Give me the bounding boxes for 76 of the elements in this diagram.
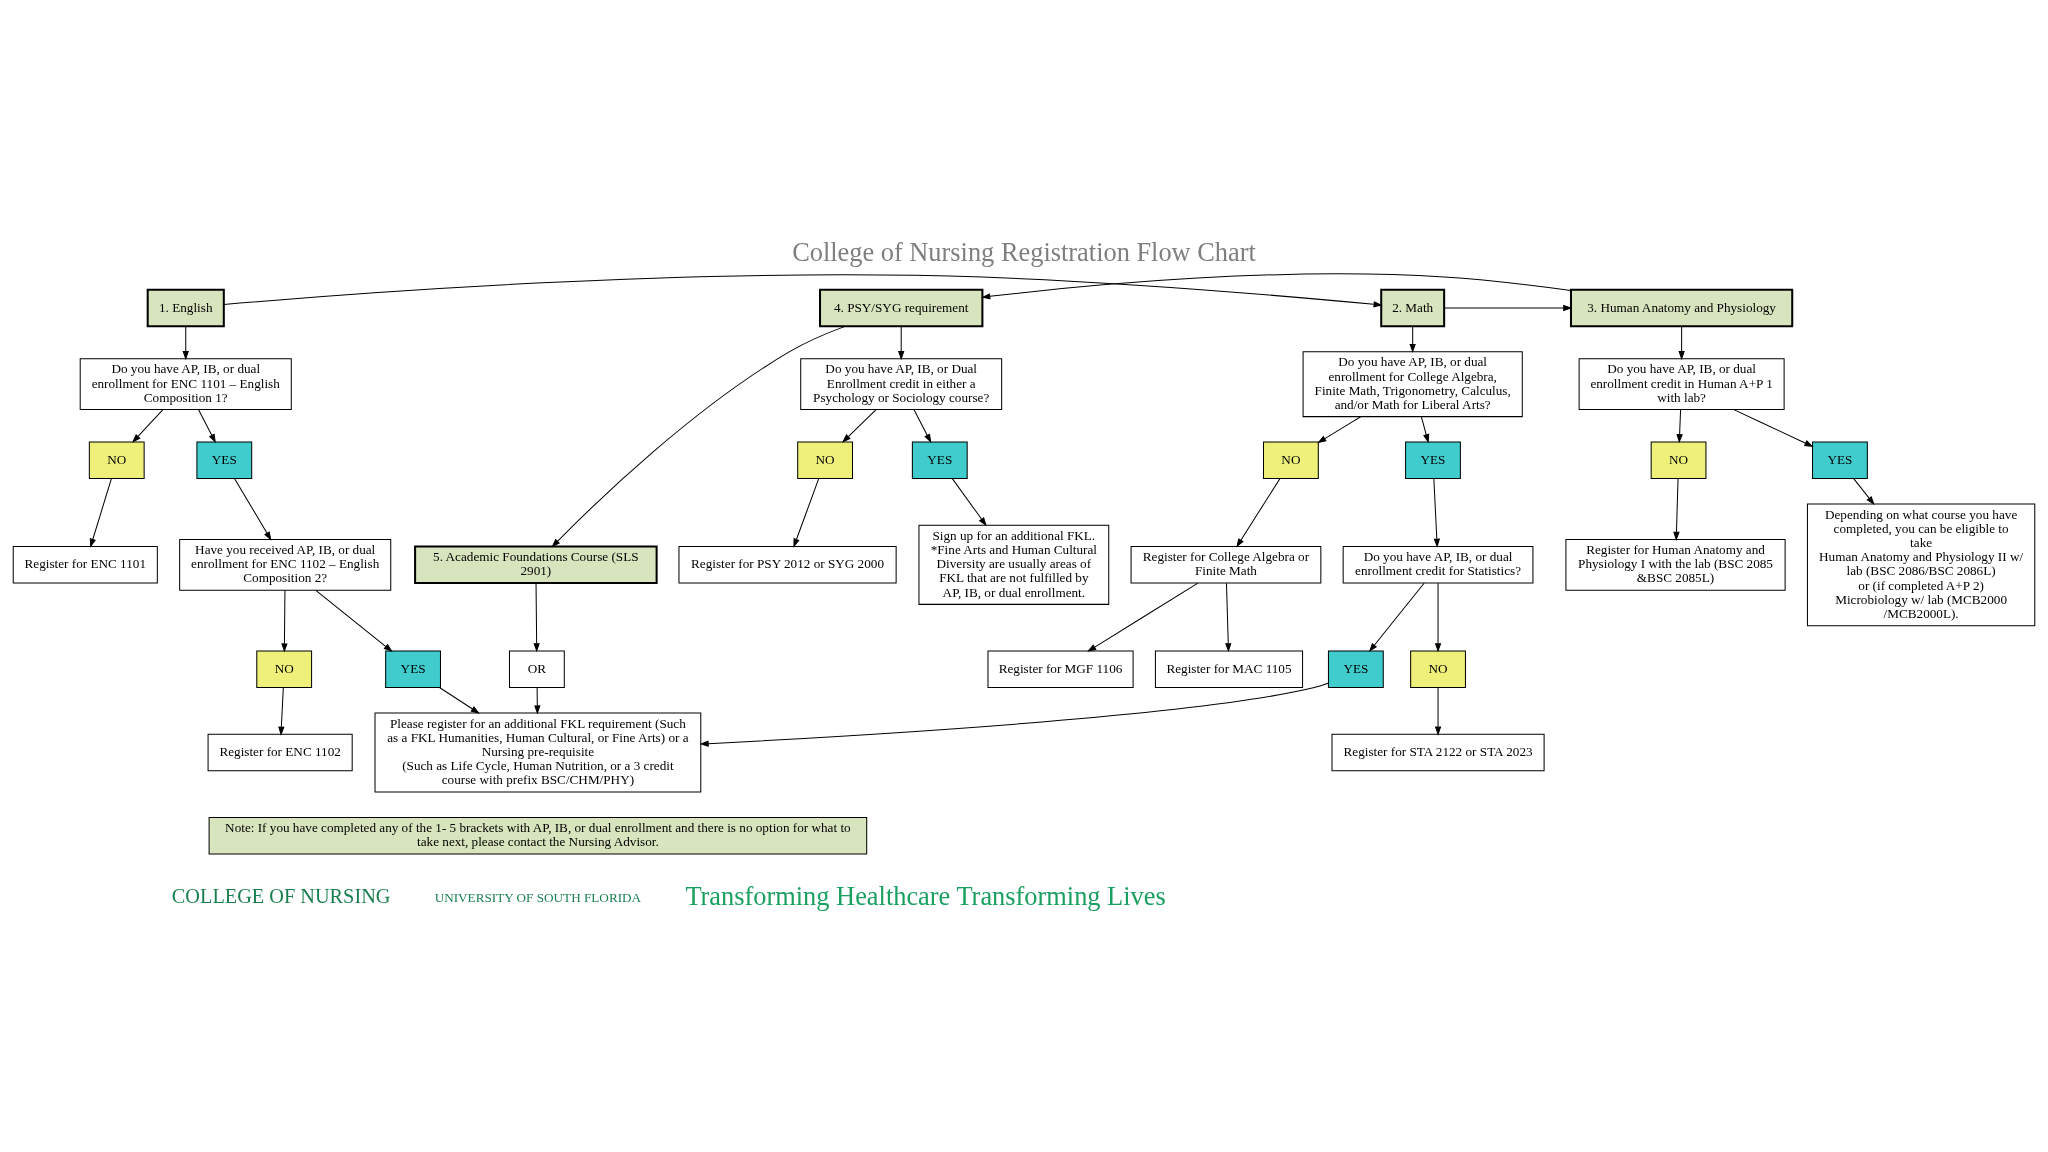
node-box: Register for ENC 1102 (207, 733, 353, 771)
arrow (898, 325, 905, 360)
node-box: Do you have AP, IB, or dual enrollment credit for Statistics? (1342, 545, 1534, 584)
arrow (1673, 477, 1680, 541)
label: COLLEGE OF NURSING (171, 884, 391, 907)
arrow (1236, 477, 1281, 548)
node-box: NO (88, 441, 145, 479)
node-box: Register for STA 2122 or STA 2023 (1331, 733, 1545, 771)
node-box: YES (1812, 441, 1868, 479)
arrow (533, 582, 540, 652)
node-box: 1. English (146, 288, 225, 327)
arrow (951, 477, 987, 526)
diagram-title: College of Nursing Registration Flow Chart (792, 236, 1256, 267)
node-box: Register for College Algebra or Finite Math (1130, 545, 1322, 584)
arrow (1434, 686, 1442, 736)
node-box: 5. Academic Foundations Course (SLS 2901) (414, 545, 658, 584)
node-box: NO (1410, 650, 1466, 688)
node-box: 2. Math (1380, 288, 1446, 327)
node-box: NO (1263, 441, 1319, 479)
arrow (913, 408, 932, 443)
node-box: Have you received AP, IB, or dual enrollment for ENC 1102 – English Composition 2? (179, 538, 392, 591)
arrow (793, 477, 820, 548)
arrow (1433, 477, 1440, 548)
arrow (1317, 415, 1362, 443)
node-box: YES (196, 441, 253, 479)
arrow (1853, 477, 1875, 505)
arrow (223, 273, 1383, 307)
arrow (132, 408, 164, 443)
arrow (699, 682, 1329, 747)
node-box: 4. PSY/SYG requirement (819, 288, 984, 327)
node-box: Depending on what course you have completed, you can be eligible to take Human Anatomy and Physiology II w/ lab (BSC 2086/BSC 2086L) or (if completed A+P 2) Microbiology w/ lab (MCB2000 /MCB2000L). (1806, 502, 2036, 626)
node-box: Register for MAC 1105 (1154, 650, 1304, 688)
arrow (551, 325, 846, 547)
node-box: 3. Human Anatomy and Physiology (1569, 288, 1794, 327)
node-box: Note: If you have completed any of the 1- 5 brackets with AP, IB, or dual enrollment and there is no option for what to take next, please contact the Nursing Advisor. (208, 816, 868, 855)
node-box: Register for Human Anatomy and Physiology I with the lab (BSC 2085 &BSC 2085L) (1565, 538, 1786, 591)
arrow (1087, 582, 1199, 652)
arrow (1368, 582, 1425, 652)
arrow (1225, 582, 1232, 652)
node-box: Register for PSY 2012 or SYG 2000 (678, 545, 897, 584)
arrow (281, 589, 288, 653)
arrow (842, 408, 877, 443)
arrow (234, 477, 272, 541)
node-box: YES (911, 441, 968, 479)
label: UNIVERSITY OF SOUTH FLORIDA (434, 889, 642, 905)
node-box: Sign up for an additional FKL. *Fine Arts and Human Cultural Diversity are usually areas of FKL that are not fulfilled by AP, IB, or dual enrollment. (918, 524, 1110, 605)
arrow (1409, 325, 1416, 353)
arrow (182, 325, 189, 360)
arrow (278, 686, 285, 736)
arrow (534, 686, 541, 714)
arrow (1676, 408, 1683, 443)
node-box: YES (1327, 650, 1384, 688)
arrow (1733, 408, 1814, 447)
node-box: Do you have AP, IB, or dual enrollment for ENC 1101 – English Composition 1? (79, 357, 292, 410)
arrow (198, 408, 216, 443)
arrow (89, 477, 112, 548)
arrow (1443, 304, 1573, 311)
node-box: YES (1405, 441, 1461, 479)
node-box: Do you have AP, IB, or dual enrollment for College Algebra, Finite Math, Trigonometry, Calculus, and/or Math for Liberal Arts? (1302, 350, 1523, 417)
node-box: Do you have AP, IB, or Dual Enrollment credit in either a Psychology or Sociology course? (800, 357, 1003, 410)
arrow (315, 589, 393, 652)
node-box: NO (256, 650, 313, 688)
node-box: Register for ENC 1101 (12, 545, 158, 584)
arrow (1678, 325, 1685, 360)
node-box: YES (385, 650, 441, 688)
node-box: NO (797, 441, 853, 479)
node-box: Please register for an additional FKL requirement (Such as a FKL Humanities, Human Cultural, or Fine Arts) or a Nursing pre-requisite (Such as Life Cycle, Human Nutrition, or a 3 credit course with prefix BSC/CHM/PHY) (374, 711, 702, 793)
arrow (981, 272, 1572, 299)
node-box: Do you have AP, IB, or dual enrollment credit in Human A+P 1 with lab? (1578, 357, 1785, 410)
arrow (1434, 582, 1442, 652)
arrow (439, 686, 480, 714)
label: Transforming Healthcare Transforming Lives (685, 880, 1166, 911)
arrow (1420, 416, 1430, 443)
node-box: Register for MGF 1106 (987, 650, 1134, 688)
node-box: OR (508, 650, 565, 688)
node-box: NO (1650, 441, 1707, 479)
